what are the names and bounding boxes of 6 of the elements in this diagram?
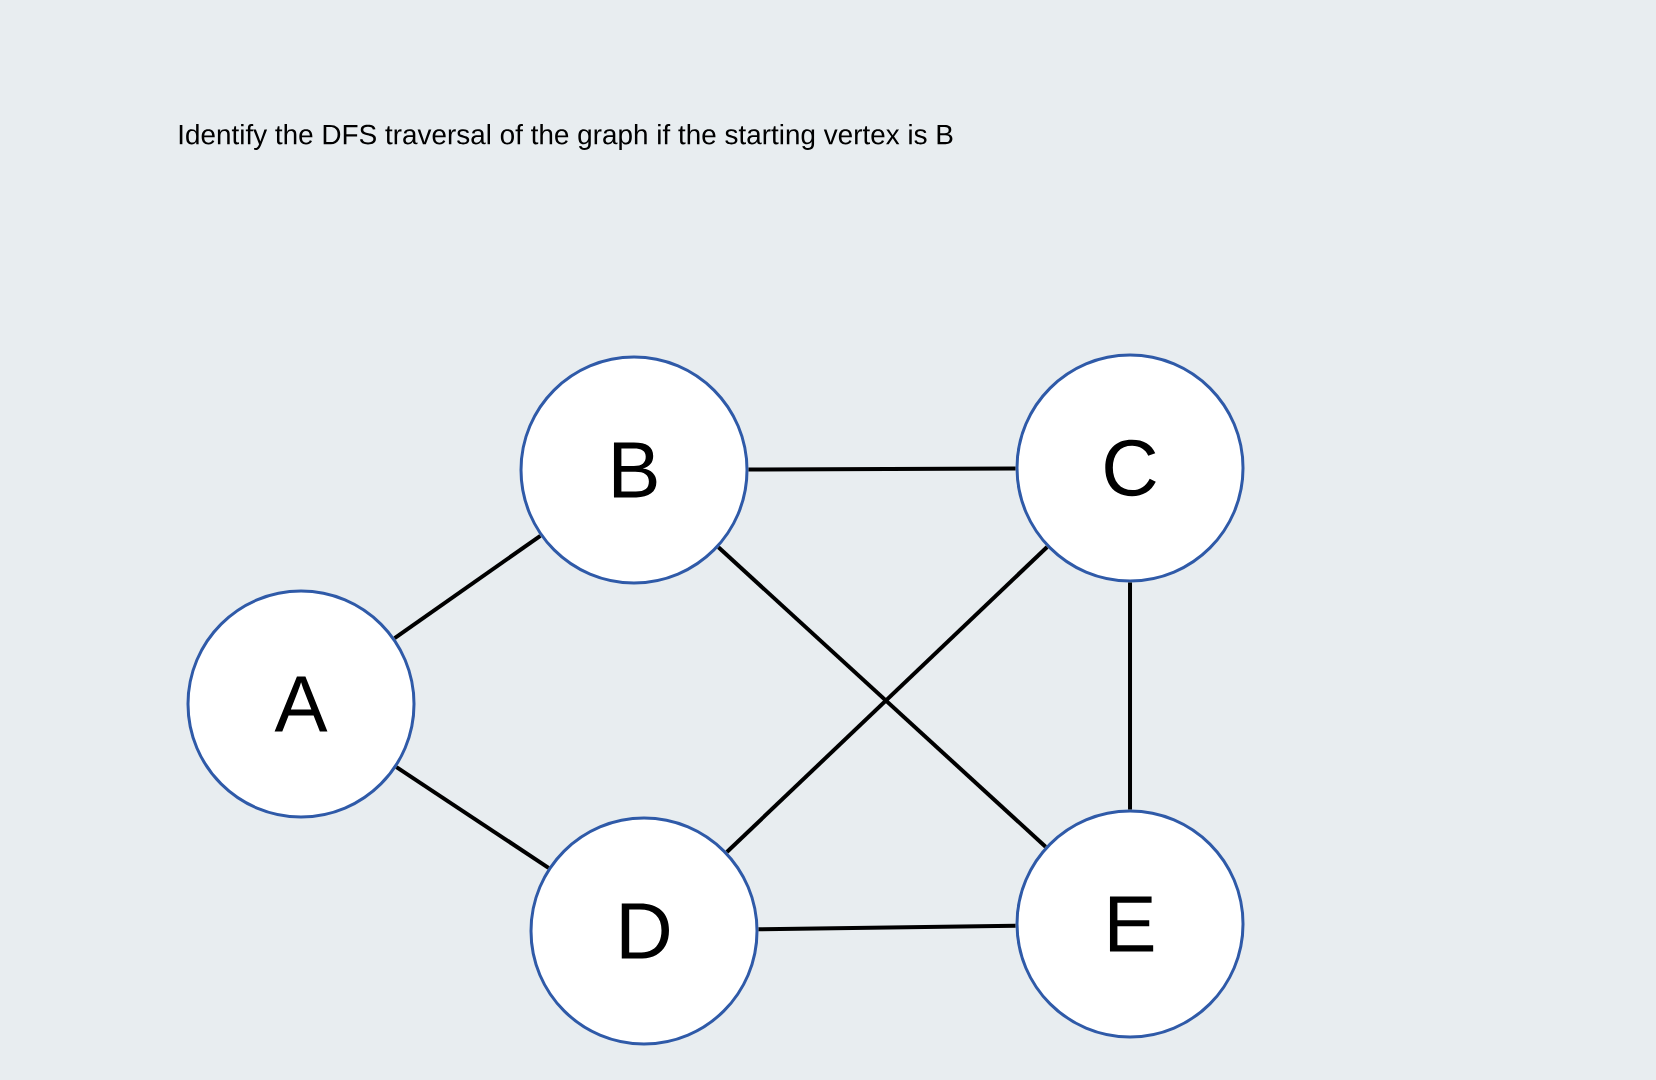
edge-line xyxy=(1128,582,1132,810)
edge-line xyxy=(393,534,542,640)
edge-line xyxy=(758,923,1016,932)
edge-line xyxy=(748,466,1016,472)
question-text: Identify the DFS traversal of the graph if the starting vertex is B xyxy=(179,124,953,150)
edge-line xyxy=(395,765,550,870)
